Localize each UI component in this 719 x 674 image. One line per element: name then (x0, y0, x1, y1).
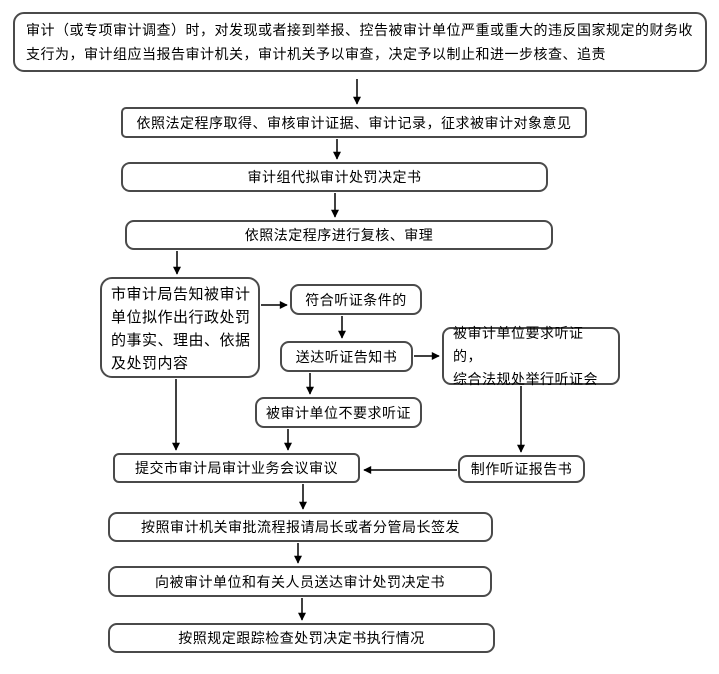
node-hearing-requested-label: 被审计单位要求听证的， 综合法规处举行听证会 (453, 324, 598, 387)
node-legal-review-label: 依照法定程序进行复核、审理 (244, 227, 434, 243)
node-legal-review: 依照法定程序进行复核、审理 (125, 220, 553, 250)
node-obtain-evidence: 依照法定程序取得、审核审计证据、审计记录，征求被审计对象意见 (121, 107, 587, 138)
node-start-label: 审计（或专项审计调查）时，对发现或者接到举报、控告被审计单位严重或重大的违反国家… (26, 22, 693, 62)
node-hearing-report-label: 制作听证报告书 (470, 461, 573, 477)
node-deliver-decision: 向被审计单位和有关人员送达审计处罚决定书 (108, 566, 492, 597)
node-start: 审计（或专项审计调查）时，对发现或者接到举报、控告被审计单位严重或重大的违反国家… (13, 12, 707, 72)
node-draft-decision: 审计组代拟审计处罚决定书 (121, 162, 548, 192)
node-director-approval: 按照审计机关审批流程报请局长或者分管局长签发 (108, 512, 493, 542)
node-track-execution-label: 按照规定跟踪检查处罚决定书执行情况 (178, 630, 425, 646)
node-submit-meeting: 提交市审计局审计业务会议审议 (113, 453, 360, 483)
node-hearing-requested: 被审计单位要求听证的， 综合法规处举行听证会 (442, 325, 620, 387)
node-director-approval-label: 按照审计机关审批流程报请局长或者分管局长签发 (141, 519, 460, 535)
node-track-execution: 按照规定跟踪检查处罚决定书执行情况 (108, 623, 495, 653)
node-draft-decision-label: 审计组代拟审计处罚决定书 (247, 169, 422, 185)
node-no-hearing-requested: 被审计单位不要求听证 (255, 397, 422, 428)
node-deliver-decision-label: 向被审计单位和有关人员送达审计处罚决定书 (155, 573, 445, 590)
node-send-hearing-notice: 送达听证告知书 (280, 341, 413, 372)
node-hearing-report: 制作听证报告书 (458, 455, 585, 483)
node-hearing-condition-label: 符合听证条件的 (305, 291, 407, 308)
node-submit-meeting-label: 提交市审计局审计业务会议审议 (135, 460, 338, 476)
node-obtain-evidence-label: 依照法定程序取得、审核审计证据、审计记录，征求被审计对象意见 (136, 114, 572, 131)
node-notify-penalty-label: 市审计局告知被审计单位拟作出行政处罚的事实、理由、依据及处罚内容 (111, 286, 251, 372)
node-no-hearing-requested-label: 被审计单位不要求听证 (266, 404, 411, 421)
node-notify-penalty: 市审计局告知被审计单位拟作出行政处罚的事实、理由、依据及处罚内容 (100, 277, 260, 378)
node-hearing-condition: 符合听证条件的 (290, 284, 422, 315)
node-send-hearing-notice-label: 送达听证告知书 (295, 348, 398, 365)
